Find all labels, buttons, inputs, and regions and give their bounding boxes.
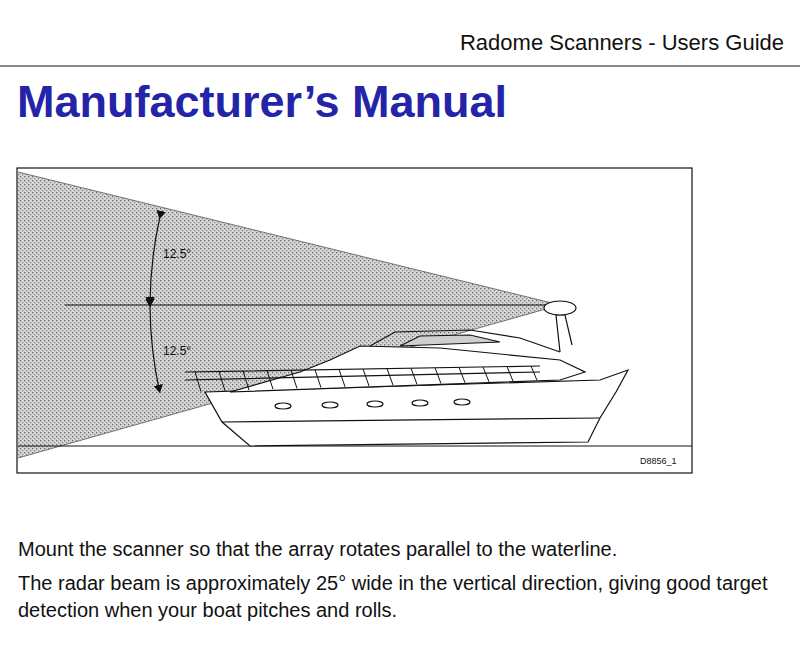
railing-stanchion xyxy=(315,370,321,388)
angle-arc xyxy=(150,218,160,304)
railing-stanchion xyxy=(531,366,537,380)
railing-stanchion xyxy=(387,369,393,386)
body-text: Mount the scanner so that the array rota… xyxy=(18,536,788,563)
header-rule xyxy=(0,65,800,66)
page-title: Manufacturer’s Manual xyxy=(17,76,507,128)
railing-stanchion xyxy=(507,367,513,382)
railing-stanchion xyxy=(435,368,441,384)
figure-id: D8856_1 xyxy=(640,456,677,466)
railing-stanchion xyxy=(411,368,417,384)
railing-stanchion xyxy=(459,367,465,382)
running-header: Radome Scanners - Users Guide xyxy=(460,30,784,56)
angle-label: 12.5° xyxy=(163,344,191,358)
angle-arc xyxy=(150,306,160,392)
railing-stanchion xyxy=(483,367,489,382)
beam-centerline xyxy=(65,304,553,305)
railing-stanchion xyxy=(267,371,273,390)
railing-stanchion xyxy=(291,370,297,388)
body-text: The radar beam is approximately 25° wide… xyxy=(18,570,788,624)
motor-yacht xyxy=(18,301,692,446)
railing-stanchion xyxy=(195,372,201,392)
diagram-frame xyxy=(17,168,692,473)
railing-stanchion xyxy=(363,369,369,386)
railing-stanchion xyxy=(243,371,249,390)
railing-stanchion xyxy=(339,369,345,386)
railing-stanchion xyxy=(219,371,225,390)
angle-label: 12.5° xyxy=(163,247,191,261)
